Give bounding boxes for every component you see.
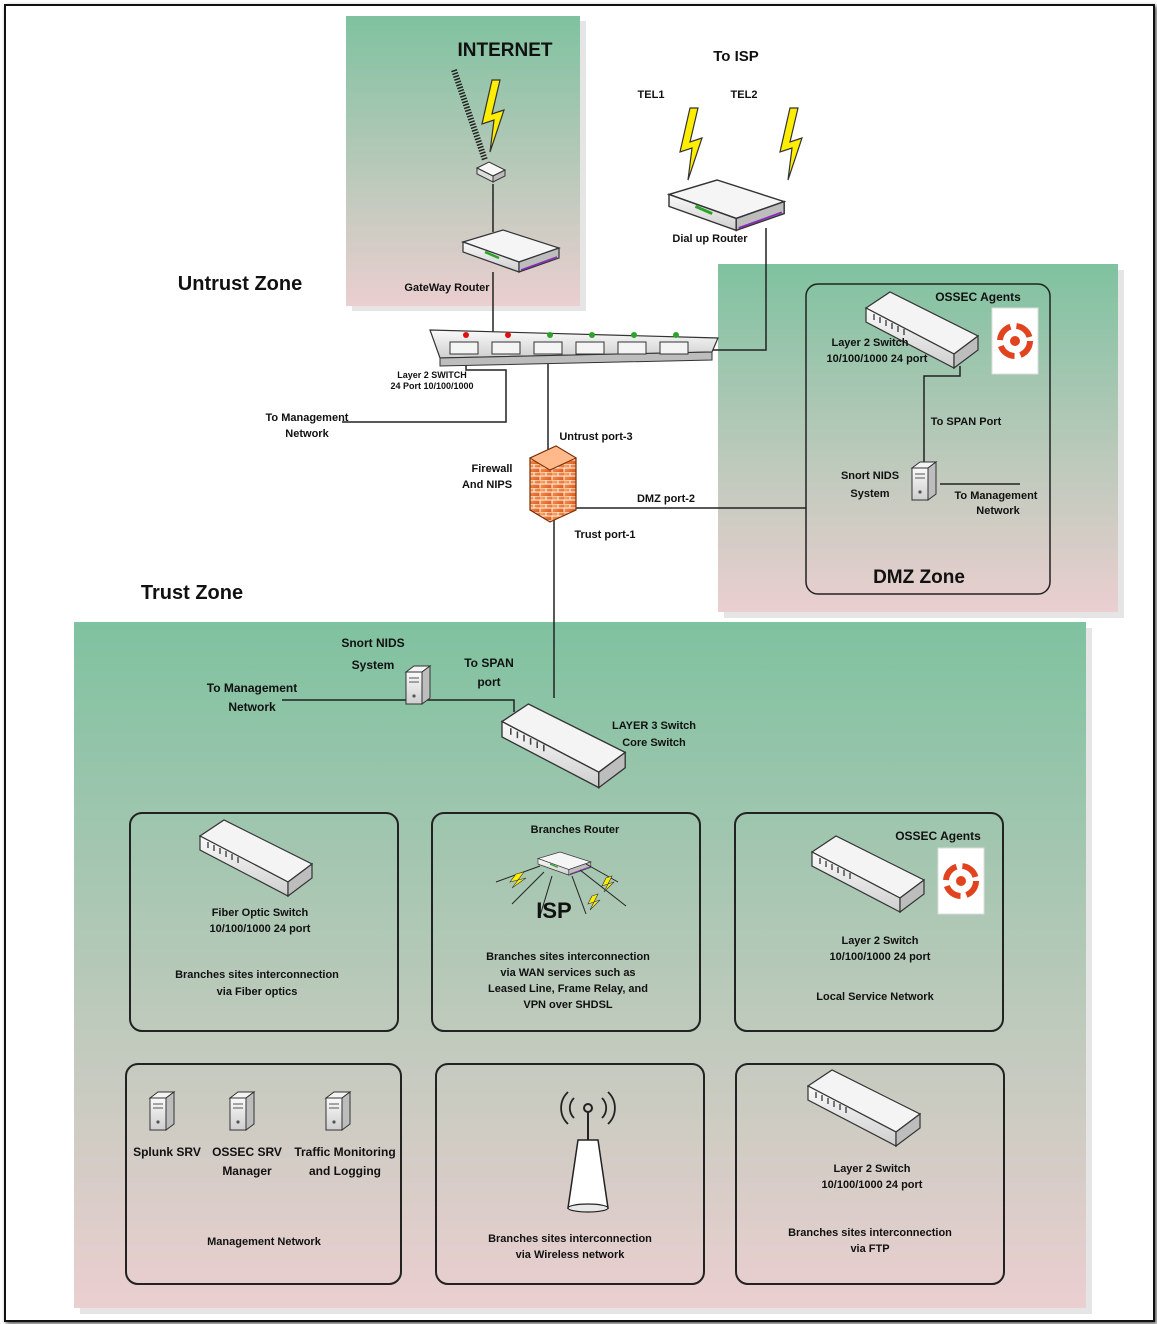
local-service-box [734,812,1004,1032]
dmz-mgmt-label-2: Network [976,505,1020,517]
dmz-mgmt-label-1: To Management [955,490,1038,502]
tel1-label: TEL1 [638,89,665,101]
top-mgmt-label-2: Network [285,428,329,440]
ossec-srv-label-1: OSSEC SRV [212,1145,282,1159]
internet-link-icon [451,69,488,161]
fiber-desc-2: via Fiber optics [217,986,298,998]
trust-span-label-1: To SPAN [464,656,514,670]
tel2-lightning-icon [779,107,803,181]
fiber-label-1: Fiber Optic Switch [212,907,309,919]
branches-bolts-icon [509,871,615,911]
ftp-desc-2: via FTP [850,1243,889,1255]
fiber-box [129,812,399,1032]
wireless-antenna-icon [560,1091,616,1213]
firewall-label-1: Firewall [472,463,513,475]
splunk-label: Splunk SRV [133,1145,201,1159]
untrust-port-label: Untrust port-3 [559,431,632,443]
local-desc: Local Service Network [816,991,934,1003]
l2-switch-label-1: Layer 2 SWITCH [397,370,467,380]
management-desc: Management Network [207,1236,322,1248]
untrust-zone-label: Untrust Zone [178,273,302,295]
dmz-snort-label-2: System [850,488,889,500]
branches-desc-4: VPN over SHDSL [523,999,613,1011]
branches-desc-3: Leased Line, Frame Relay, and [488,983,648,995]
core-switch-label-2: Core Switch [622,737,686,749]
trust-port-label: Trust port-1 [574,529,635,541]
dmz-ossec-label: OSSEC Agents [935,290,1021,304]
firewall-label-2: And NIPS [462,479,512,491]
trust-snort-label-2: System [352,658,395,672]
local-ossec-label: OSSEC Agents [895,829,981,843]
ftp-switch-label-2: 10/100/1000 24 port [822,1179,923,1191]
wireless-box [435,1063,705,1285]
layer2-switch-top-icon [429,329,719,367]
branches-box [431,812,701,1032]
fiber-label-2: 10/100/1000 24 port [210,923,311,935]
tel2-label: TEL2 [731,89,758,101]
internet-label: INTERNET [458,40,553,61]
tel1-lightning-icon [679,107,703,181]
ftp-desc-1: Branches sites interconnection [788,1227,952,1239]
dmz-ossec-logo-icon [992,308,1038,374]
ossec-server-icon [229,1091,255,1131]
l2-switch-label-2: 24 Port 10/100/1000 [390,381,473,391]
dialup-router-icon [667,178,786,232]
local-switch-label-2: 10/100/1000 24 port [830,951,931,963]
ftp-switch-label-1: Layer 2 Switch [833,1163,910,1175]
management-box [125,1063,402,1285]
dmz-zone-label: DMZ Zone [873,567,965,588]
trust-snort-server-icon [405,665,431,705]
dmz-port-label: DMZ port-2 [637,493,695,505]
dmz-snort-server-icon [911,461,937,501]
local-ossec-logo-icon [938,848,984,914]
local-switch-label-1: Layer 2 Switch [841,935,918,947]
fiber-desc-1: Branches sites interconnection [175,969,339,981]
trust-mgmt-label-1: To Management [207,681,297,695]
branches-desc-2: via WAN services such as [500,967,635,979]
dmz-span-label: To SPAN Port [931,416,1002,428]
gateway-router-label: GateWay Router [404,282,490,294]
ftp-box [735,1063,1005,1285]
wireless-desc-2: via Wireless network [516,1249,626,1261]
dmz-switch-label-1: Layer 2 Switch [831,337,908,349]
splunk-server-icon [149,1091,175,1131]
branches-router-label: Branches Router [531,824,620,836]
top-mgmt-label-1: To Management [266,412,349,424]
traffic-server-icon [325,1091,351,1131]
trust-mgmt-label-2: Network [228,700,276,714]
dmz-zone-box [805,283,1051,595]
traffic-label-2: and Logging [309,1164,381,1178]
to-isp-label: To ISP [713,48,759,65]
firewall-icon [528,445,578,523]
ossec-srv-label-2: Manager [222,1164,272,1178]
trust-zone-label: Trust Zone [141,582,243,604]
core-switch-label-1: LAYER 3 Switch [612,720,696,732]
dialup-router-label: Dial up Router [672,233,748,245]
trust-snort-label-1: Snort NIDS [341,636,404,650]
wireless-desc-1: Branches sites interconnection [488,1233,652,1245]
dmz-switch-label-2: 10/100/1000 24 port [827,353,928,365]
isp-label: ISP [536,898,571,923]
branches-desc-1: Branches sites interconnection [486,951,650,963]
trust-span-label-2: port [477,675,500,689]
traffic-label-1: Traffic Monitoring [294,1145,395,1159]
dmz-snort-label-1: Snort NIDS [841,470,899,482]
